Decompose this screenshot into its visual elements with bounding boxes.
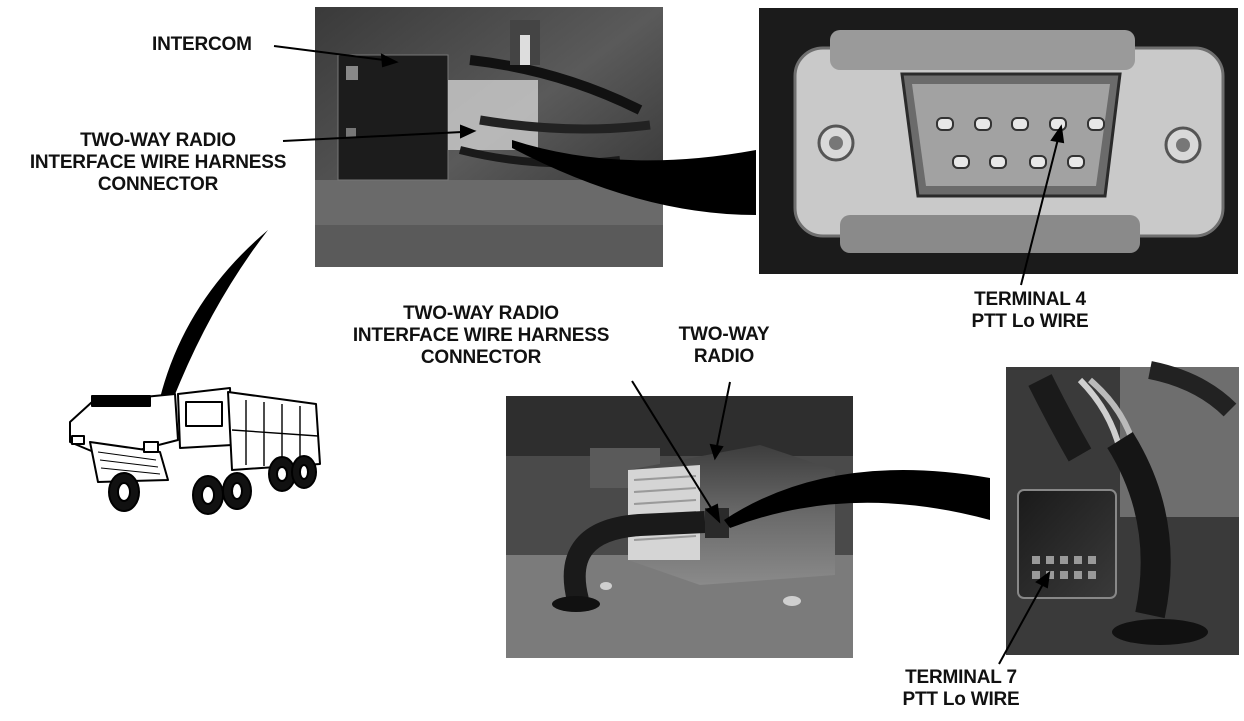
terminal-7-label: TERMINAL 7 PTT Lo WIRE bbox=[876, 667, 1046, 711]
harness-connector-label-top: TWO-WAY RADIO INTERFACE WIRE HARNESS CON… bbox=[8, 130, 308, 196]
radio-connector-photo bbox=[1006, 367, 1239, 655]
radio-photo bbox=[506, 396, 853, 658]
two-way-radio-label: TWO-WAY RADIO bbox=[664, 324, 784, 368]
fire-truck-drawing bbox=[70, 388, 320, 514]
harness-connector-label-mid: TWO-WAY RADIO INTERFACE WIRE HARNESS CON… bbox=[326, 303, 636, 369]
intercom-label: INTERCOM bbox=[152, 34, 252, 56]
callout-swoosh-truck bbox=[160, 230, 268, 402]
terminal-4-label: TERMINAL 4 PTT Lo WIRE bbox=[940, 289, 1120, 333]
connector-photo bbox=[759, 8, 1238, 274]
